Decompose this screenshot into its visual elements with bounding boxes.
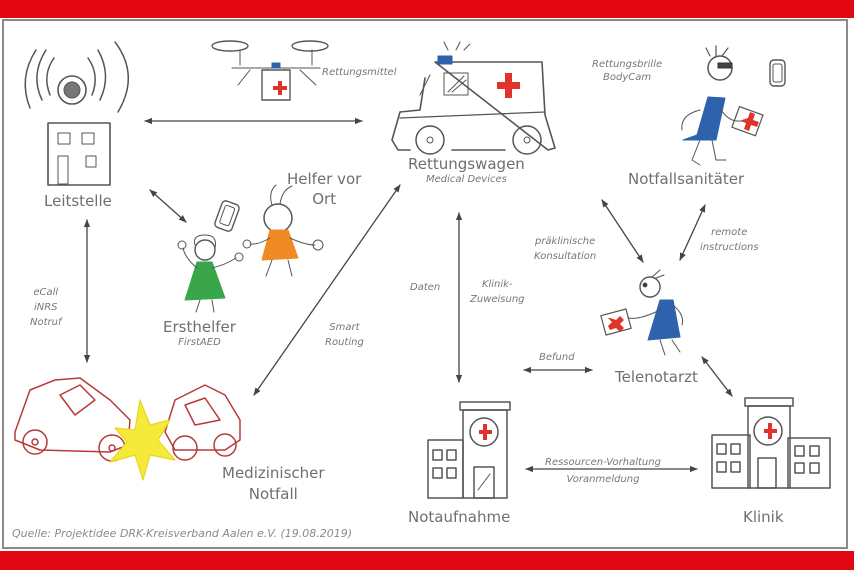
label-rettungsbrille-group: Rettungsbrille BodyCam bbox=[592, 59, 662, 84]
label-helfer-ort: Ort bbox=[312, 190, 337, 209]
red-cross-icon bbox=[764, 423, 777, 439]
label-befund: Befund bbox=[539, 352, 575, 363]
label-bodycam: BodyCam bbox=[603, 71, 652, 83]
label-rettungswagen: Rettungswagen bbox=[408, 155, 525, 173]
arrow-remote-instructions bbox=[679, 204, 706, 261]
label-ressourcen-group: Ressourcen-Vorhaltung Voranmeldung bbox=[545, 454, 661, 488]
label-ersthelfer: Ersthelfer bbox=[163, 318, 236, 336]
label-medical-devices: Medical Devices bbox=[425, 173, 507, 185]
label-telenotarzt: Telenotarzt bbox=[615, 368, 698, 386]
drone-icon bbox=[211, 40, 329, 101]
label-leitstelle: Leitstelle bbox=[44, 192, 112, 210]
red-cross-icon bbox=[479, 424, 492, 440]
ersthelfer-figure bbox=[177, 200, 244, 313]
label-notaufnahme: Notaufnahme bbox=[408, 508, 511, 526]
label-smart-routing-group: Smart Routing bbox=[325, 320, 364, 350]
klinik-hospital-icon bbox=[711, 397, 831, 489]
source-citation: Quelle: Projektidee DRK-Kreisverband Aal… bbox=[12, 527, 353, 540]
label-routing: Routing bbox=[325, 337, 364, 348]
bottom-red-bar bbox=[0, 551, 854, 570]
crash-cars-icon bbox=[14, 377, 241, 462]
label-klinik: Klinik bbox=[743, 508, 784, 526]
label-inrs: iNRS bbox=[33, 302, 58, 313]
notaufnahme-hospital-icon bbox=[427, 401, 511, 499]
label-ecall: eCall bbox=[33, 287, 59, 298]
label-notfall: Notfall bbox=[248, 485, 298, 503]
telenotarzt-figure bbox=[600, 269, 684, 356]
label-klinik-1: Klinik- bbox=[481, 279, 513, 290]
label-ersthelfer-group: Ersthelfer FirstAED bbox=[163, 318, 236, 349]
arrow-leitstelle-ersthelfer bbox=[149, 189, 187, 223]
label-helfer-vor: Helfer vor bbox=[287, 170, 362, 188]
label-voranmeldung: Voranmeldung bbox=[566, 474, 640, 485]
label-remote-group: remote instructions bbox=[700, 225, 759, 255]
ambulance-icon bbox=[391, 41, 556, 155]
label-daten: Daten bbox=[410, 282, 441, 293]
label-klinik-zuweisung-group: Klinik- Zuweisung bbox=[470, 277, 525, 307]
red-cross-icon bbox=[740, 112, 759, 131]
red-cross-icon bbox=[273, 81, 287, 95]
arrow-smart-routing bbox=[253, 184, 401, 396]
label-notruf: Notruf bbox=[30, 317, 62, 328]
arrow-praeklinische-konsultation bbox=[601, 199, 644, 263]
label-ressourcen: Ressourcen-Vorhaltung bbox=[545, 457, 661, 468]
label-praeklinische-group: präklinische Konsultation bbox=[534, 234, 596, 264]
paramedic-figure bbox=[681, 45, 786, 166]
label-smart: Smart bbox=[329, 322, 360, 333]
top-red-bar bbox=[0, 0, 854, 18]
label-instructions: instructions bbox=[700, 242, 759, 253]
label-klinik-2: Zuweisung bbox=[470, 294, 525, 305]
label-medizinischer: Medizinischer bbox=[222, 464, 325, 482]
label-praeklinische: präklinische bbox=[534, 236, 596, 247]
label-firstaed: FirstAED bbox=[178, 336, 221, 348]
label-ecall-group: eCall iNRS Notruf bbox=[30, 285, 62, 330]
label-remote: remote bbox=[711, 227, 748, 238]
red-cross-icon bbox=[497, 73, 520, 98]
explosion-icon bbox=[109, 399, 176, 481]
leitstelle-icon bbox=[24, 41, 130, 186]
label-rettungsbrille: Rettungsbrille bbox=[592, 59, 663, 70]
label-rettungsmittel: Rettungsmittel bbox=[322, 67, 397, 78]
arrow-telenotarzt-klinik bbox=[701, 356, 733, 397]
label-rettungswagen-group: Rettungswagen Medical Devices bbox=[408, 155, 525, 186]
red-cross-icon bbox=[608, 316, 624, 332]
label-konsultation: Konsultation bbox=[534, 251, 597, 262]
label-helfer-group: Helfer vor Ort bbox=[287, 169, 361, 210]
label-notfall-group: Medizinischer Notfall bbox=[222, 463, 325, 505]
label-notfallsanitaeter: Notfallsanitäter bbox=[628, 170, 745, 188]
